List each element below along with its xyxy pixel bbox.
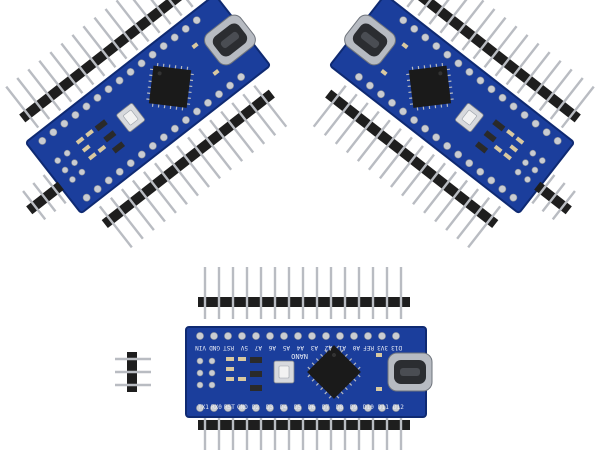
pin-label: D9 <box>350 404 358 411</box>
icsp-header <box>113 350 153 394</box>
pin-label: D4 <box>280 404 288 411</box>
nano-board-horizontal <box>113 265 433 450</box>
pin-label: A6 <box>268 344 276 351</box>
pin-label: GND <box>209 344 220 351</box>
pin-label: D13 <box>391 344 402 351</box>
silkscreen-bottom-row: D13 3V3 REF A0 A1 A2 A3 A4 A5 A6 A7 5V R… <box>195 344 402 351</box>
pin-label: A4 <box>296 344 304 351</box>
pin-label: D3 <box>266 404 274 411</box>
pin-label: VIN <box>195 344 206 351</box>
pin-label: D12 <box>393 404 404 411</box>
pin-label: RX0 <box>211 404 222 411</box>
pin-label: D11 <box>378 404 389 411</box>
pin-header-top <box>196 265 412 321</box>
silkscreen-top-row: TX1 RX0 RST GND D2 D3 D4 D5 D6 D7 D8 D9 … <box>198 404 404 411</box>
pin-label: D6 <box>308 404 316 411</box>
pin-label: D2 <box>252 404 260 411</box>
pin-label: REF <box>363 344 374 351</box>
pin-label: D7 <box>322 404 330 411</box>
pin-label: TX1 <box>198 404 209 411</box>
nano-board-top-right <box>305 0 600 253</box>
pin-label: RST <box>224 404 235 411</box>
pin-label: A5 <box>282 344 290 351</box>
pin-label: D8 <box>336 404 344 411</box>
pin-label: 5V <box>240 344 248 351</box>
pin-label: RST <box>223 344 234 351</box>
nano-board-top-left <box>0 0 295 253</box>
pin-label: D5 <box>294 404 302 411</box>
pin-label: A3 <box>310 344 318 351</box>
pin-label: 3V3 <box>377 344 388 351</box>
pin-label: A1 <box>338 344 346 351</box>
pin-label: A7 <box>254 344 262 351</box>
pin-label: D10 <box>363 404 374 411</box>
pin-label: GND <box>237 404 248 411</box>
pin-label: A2 <box>324 344 332 351</box>
board-name-label: NANO <box>291 352 308 360</box>
pin-label: A0 <box>352 344 360 351</box>
